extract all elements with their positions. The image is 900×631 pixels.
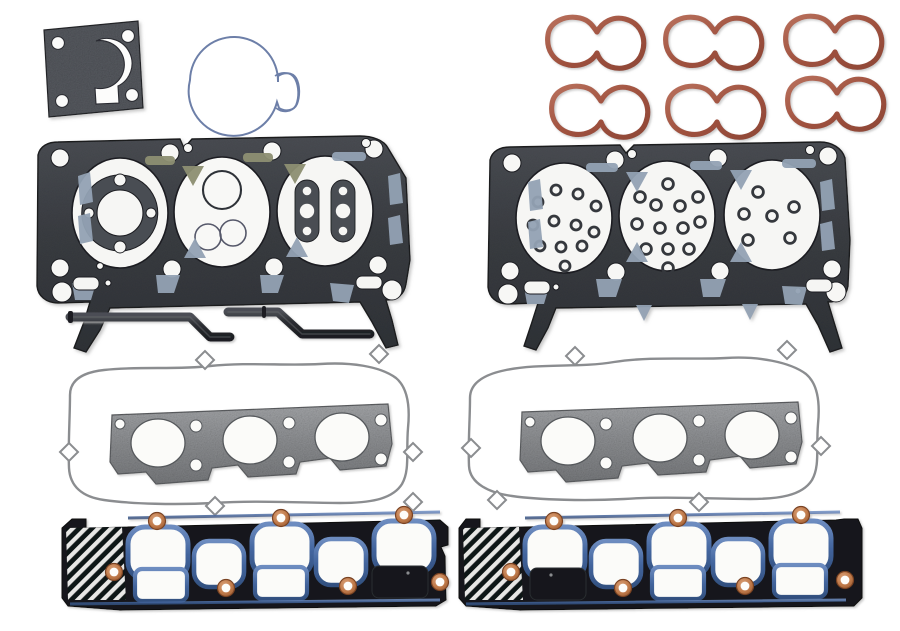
bolt-hole [51,36,65,50]
head-gasket-right [487,141,851,353]
end-seals [65,306,375,342]
coolant-slots [72,275,383,291]
figure-eight-seal [785,75,887,132]
flange-bolt-hole [113,173,127,187]
intake-plenum-seals [545,13,887,140]
secondary-ports [132,536,369,604]
cylinder-bore [173,156,271,268]
bore-1-flange [81,173,159,254]
blank-pad [529,567,587,601]
exhaust-manifold-gasket-right [519,401,803,483]
exhaust-port [130,418,186,468]
bolt-hole [121,29,135,43]
flange-bolt-hole [145,207,157,219]
end-seal [223,306,375,339]
figure-eight-seal [665,83,767,140]
blank-pad [371,565,429,599]
bolt-tabs [58,343,424,517]
manifold-bolt-holes [114,413,388,472]
valve-cover-gasket-right [460,339,832,513]
intake-manifold-gasket-right [458,505,863,611]
bore-ring [219,219,247,247]
end-seal [65,311,235,342]
head-gasket-left [36,135,411,353]
bolt-hole [55,94,69,108]
exhaust-port [632,413,688,463]
intake-manifold-gasket-left [61,505,450,611]
exhaust-port [724,410,780,460]
figure-eight-seal [549,83,651,140]
valve-cover-gasket-left [58,343,424,517]
copper-grommets [104,505,450,598]
flange-bolt-hole [113,240,127,254]
bore-ports [526,183,603,273]
cylinder-bore [515,162,613,274]
figure-eight-seal [783,13,885,70]
exhaust-port [222,415,278,465]
water-outlet-gasket [187,36,301,137]
exhaust-manifold-gasket-left [109,403,393,485]
bore-3-oval-plates [294,179,356,243]
manifold-bolt-holes [524,411,798,470]
head-bolt-holes [497,145,847,305]
bore-ports [630,177,707,275]
throttle-body-gasket [43,20,144,118]
bolt-hole [125,88,139,102]
copper-grommets [501,505,855,598]
cylinder-bore [723,159,821,271]
exhaust-port [314,412,370,462]
bolt-tabs [460,339,832,513]
bore-ring [201,169,243,211]
coolant-slots [523,278,833,295]
figure-eight-seal [545,14,647,71]
bore-ports [737,185,801,247]
head-bolt-holes [50,138,403,303]
figure-eight-seal [663,14,765,71]
center-bore [94,37,133,105]
exhaust-port [540,416,596,466]
